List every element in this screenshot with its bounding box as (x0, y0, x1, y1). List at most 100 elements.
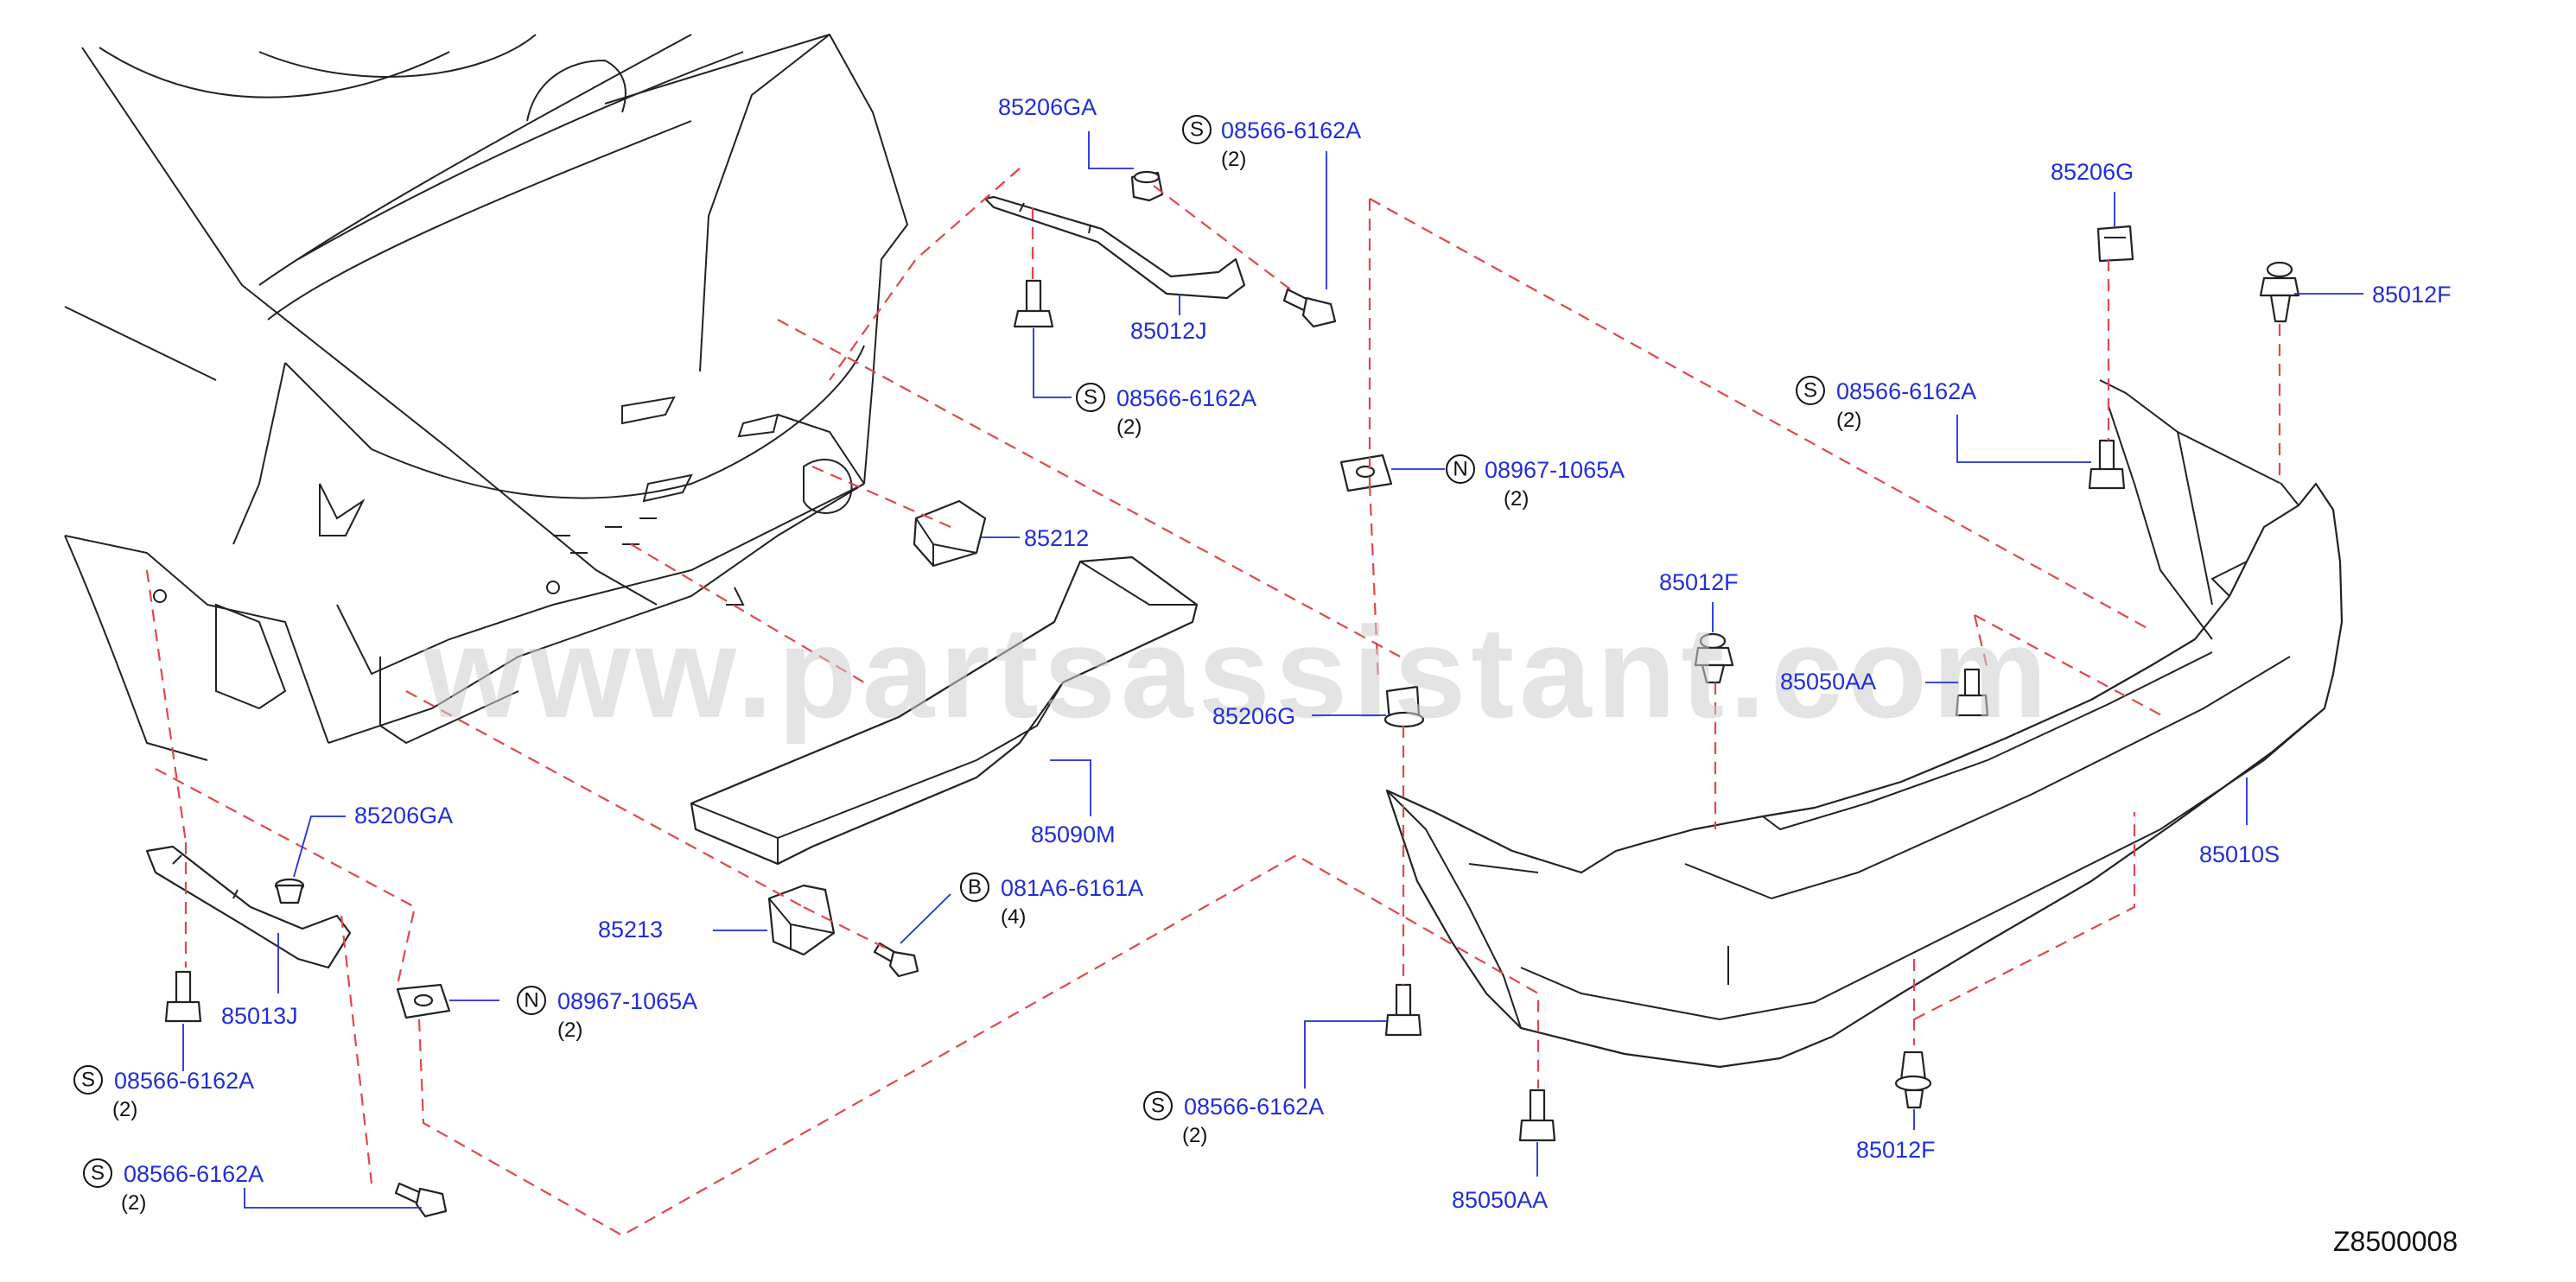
part-number: 08967-1065A (557, 988, 697, 1014)
diagram-code: Z8500008 (2333, 1226, 2458, 1257)
part-number: 85012F (1856, 1137, 1936, 1163)
svg-text:N: N (1453, 458, 1467, 481)
part-number: 85206GA (354, 803, 453, 828)
callout-08566-6162A-lower-left-2[interactable]: S 08566-6162A (2) (83, 1158, 422, 1215)
quantity: (2) (121, 1191, 146, 1215)
callout-08566-6162A-lower-center[interactable]: S 08566-6162A (2) (1143, 1020, 1387, 1147)
quantity: (2) (1221, 148, 1246, 171)
callout-85206GA-lower[interactable]: 85206GA (293, 803, 453, 878)
part-number: 08566-6162A (1184, 1094, 1324, 1120)
bolt-upper-bracket-right (1282, 288, 1337, 328)
part-number: 85012J (1130, 318, 1207, 344)
callout-85206GA-top[interactable]: 85206GA (998, 94, 1134, 169)
part-number: 08967-1065A (1485, 457, 1625, 483)
code-circle-icon (1446, 454, 1475, 484)
part-number: 85050AA (1780, 669, 1876, 695)
bolt-lower-left-1 (164, 970, 202, 1023)
callout-85012J[interactable]: 85012J (1130, 294, 1207, 344)
code-circle-icon (73, 1065, 103, 1095)
bolt-85050AA-lower (1518, 1088, 1556, 1142)
callout-85213[interactable]: 85213 (598, 917, 767, 942)
callout-08566-6162A-lower-left-1[interactable]: S 08566-6162A (2) (73, 1024, 254, 1121)
part-number: 85206GA (998, 94, 1097, 120)
clip-85206GA-lower (274, 878, 305, 904)
code-circle-icon (1796, 376, 1825, 405)
code-circle-icon (1076, 383, 1105, 412)
quantity: (2) (112, 1098, 137, 1121)
clip-85012F-mid (1694, 632, 1734, 684)
callout-85206G-mid[interactable]: 85206G (1212, 703, 1386, 729)
svg-text:S: S (1084, 386, 1097, 409)
svg-text:S: S (91, 1162, 105, 1185)
part-number: 85213 (598, 917, 663, 942)
watermark-text: www.partsassistant.com (423, 600, 2052, 745)
part-number: 85090M (1031, 822, 1116, 847)
part-number: 85013J (221, 1003, 298, 1029)
part-number: 08566-6162A (1221, 117, 1361, 143)
callout-85012F-lower[interactable]: 85012F (1856, 1109, 1936, 1163)
code-circle-icon (517, 986, 546, 1015)
code-circle-icon (83, 1158, 112, 1188)
nut-clip-08967-lower (396, 983, 451, 1019)
vehicle-rear-body (64, 33, 909, 761)
clip-85012F-lower (1894, 1050, 1932, 1109)
svg-text:S: S (1190, 118, 1204, 142)
callout-08566-6162A-top[interactable]: S 08566-6162A (2) (1182, 115, 1361, 289)
part-number: 08566-6162A (1116, 385, 1256, 411)
callout-85090M[interactable]: 85090M (1031, 759, 1116, 847)
nut-clip-08967-upper (1339, 454, 1393, 492)
clip-85206GA-top (1130, 170, 1164, 202)
quantity: (2) (557, 1019, 582, 1042)
bracket-85212 (913, 499, 987, 568)
part-number: 85012F (2372, 282, 2452, 308)
part-number: 08566-6162A (124, 1161, 264, 1187)
bolt-right-08566 (2088, 439, 2126, 490)
callout-85012F-top-right[interactable]: 85012F (2294, 282, 2452, 308)
quantity: (2) (1504, 487, 1529, 511)
code-circle-icon (1182, 115, 1212, 144)
clip-85206G-mid (1383, 685, 1425, 728)
clip-85206G-top-right (2096, 225, 2134, 263)
bolt-upper-bracket-left (1013, 279, 1054, 328)
part-number: 85012F (1659, 569, 1739, 595)
quantity: (2) (1836, 409, 1861, 432)
bracket-85013J (145, 845, 352, 969)
part-number: 081A6-6161A (1001, 875, 1143, 901)
part-number: 85212 (1024, 525, 1089, 551)
callout-85050AA-lower[interactable]: 85050AA (1452, 1142, 1548, 1213)
callout-85012F-mid[interactable]: 85012F (1659, 569, 1739, 632)
callout-08967-1065A-upper[interactable]: N 08967-1065A (2) (1391, 454, 1625, 511)
svg-text:S: S (1151, 1095, 1165, 1118)
bolt-85050AA-mid (1955, 668, 1989, 717)
absorber-85090M (690, 555, 1199, 866)
callout-85050AA-mid[interactable]: 85050AA (1780, 669, 1958, 695)
code-circle-icon (1143, 1091, 1173, 1120)
rear-bumper-85010S (1385, 379, 2344, 1069)
callout-081A6-6161A[interactable]: B 081A6-6161A (4) (900, 873, 1143, 944)
callout-85206G-top-right[interactable]: 85206G (2051, 159, 2134, 226)
bracket-85012J (983, 195, 1246, 300)
quantity: (4) (1001, 905, 1026, 929)
part-number: 08566-6162A (1836, 378, 1976, 404)
part-number: 08566-6162A (114, 1068, 254, 1094)
svg-text:S: S (1803, 379, 1817, 403)
svg-text:S: S (81, 1069, 95, 1092)
quantity: (2) (1182, 1124, 1207, 1147)
bolt-lower-left-2 (394, 1182, 448, 1218)
part-number: 85050AA (1452, 1187, 1548, 1213)
svg-text:B: B (968, 876, 982, 899)
callout-08967-1065A-lower[interactable]: N 08967-1065A (2) (449, 986, 697, 1042)
part-number: 85010S (2199, 841, 2280, 867)
part-number: 85206G (1212, 703, 1295, 729)
part-number: 85206G (2051, 159, 2134, 185)
callout-08566-6162A-upper-left[interactable]: S 08566-6162A (2) (1033, 328, 1256, 439)
callout-08566-6162A-right[interactable]: S 08566-6162A (2) (1796, 376, 2091, 463)
assembly-lines (145, 168, 2281, 1237)
svg-text:N: N (524, 989, 538, 1012)
callout-85013J[interactable]: 85013J (221, 933, 298, 1029)
callout-85212[interactable]: 85212 (981, 525, 1089, 551)
bracket-85213 (767, 884, 836, 956)
callout-85010S[interactable]: 85010S (2199, 777, 2280, 867)
clip-85012F-top-right (2259, 261, 2300, 323)
